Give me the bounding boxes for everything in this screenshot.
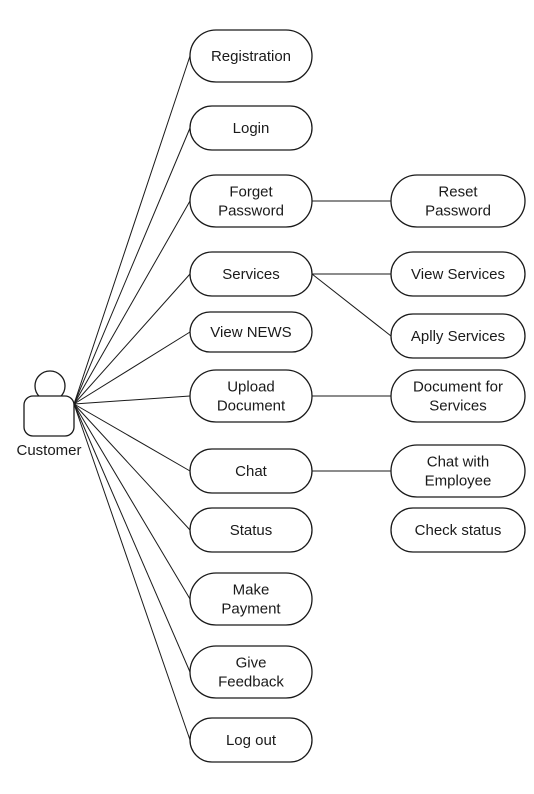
edge-actor-chat [73, 403, 191, 472]
actor-customer: Customer [16, 370, 82, 459]
use-case-registration: Registration [189, 29, 313, 83]
use-case-shape [189, 29, 313, 83]
use-case-shape [189, 448, 313, 494]
use-case-services: Services [189, 251, 313, 297]
use-case-label: Check status [415, 522, 502, 539]
use-case-label: Chat [235, 463, 268, 480]
use-case-shape [189, 251, 313, 297]
use-case-label: Give [236, 655, 267, 672]
use-case-shape [189, 507, 313, 553]
use-cases-main: RegistrationLoginForgetPasswordServicesV… [189, 29, 313, 763]
use-case-label: Services [222, 266, 280, 283]
use-case-shape [189, 105, 313, 151]
edge-actor-login [73, 127, 191, 405]
use-case-chat: Chat [189, 448, 313, 494]
use-case-label: Reset [438, 184, 478, 201]
use-case-shape [390, 251, 526, 297]
person-icon [23, 370, 75, 437]
use-case-shape [390, 507, 526, 553]
use-case-login: Login [189, 105, 313, 151]
use-case-shape [390, 174, 526, 228]
use-case-label: Chat with [427, 454, 490, 471]
use-case-label: Password [218, 203, 284, 220]
edge-actor-make-payment [73, 403, 191, 600]
actor-label: Customer [16, 442, 81, 459]
use-case-shape [390, 313, 526, 359]
use-case-aplly-services: Aplly Services [390, 313, 526, 359]
use-case-shape [189, 311, 313, 353]
use-case-label: Services [429, 398, 487, 415]
use-case-shape [390, 369, 526, 423]
use-case-label: Login [233, 120, 270, 137]
use-case-shape [390, 444, 526, 498]
use-case-label: Registration [211, 48, 291, 65]
use-case-label: Document [217, 398, 286, 415]
use-case-shape [189, 717, 313, 763]
use-case-label: Aplly Services [411, 328, 505, 345]
use-case-label: Document for [413, 379, 503, 396]
use-case-shape [189, 174, 313, 228]
edge-actor-registration [73, 55, 191, 405]
use-case-label: Make [233, 582, 270, 599]
use-case-label: Password [425, 203, 491, 220]
edge-actor-upload-document [73, 395, 191, 405]
edge-actor-give-feedback [73, 403, 191, 673]
use-case-label: Forget [229, 184, 273, 201]
use-case-label: View NEWS [210, 324, 291, 341]
connector-lines [73, 55, 392, 741]
use-case-label: Log out [226, 732, 277, 749]
edge-services-aplly-services [311, 273, 392, 337]
edge-actor-services [73, 273, 191, 405]
use-case-shape [189, 369, 313, 423]
edge-actor-view-news [73, 331, 191, 405]
use-case-check-status: Check status [390, 507, 526, 553]
use-case-status: Status [189, 507, 313, 553]
edge-actor-status [73, 403, 191, 531]
use-case-label: Feedback [218, 674, 284, 691]
use-case-view-news: View NEWS [189, 311, 313, 353]
use-case-shape [189, 572, 313, 626]
use-case-label: Status [230, 522, 273, 539]
use-case-label: Employee [425, 473, 492, 490]
use-case-shape [189, 645, 313, 699]
edge-actor-log-out [73, 403, 191, 741]
use-case-view-services: View Services [390, 251, 526, 297]
use-case-log-out: Log out [189, 717, 313, 763]
use-case-label: Payment [221, 601, 281, 618]
use-case-label: Upload [227, 379, 275, 396]
use-case-label: View Services [411, 266, 505, 283]
edge-actor-forget-password [73, 200, 191, 405]
